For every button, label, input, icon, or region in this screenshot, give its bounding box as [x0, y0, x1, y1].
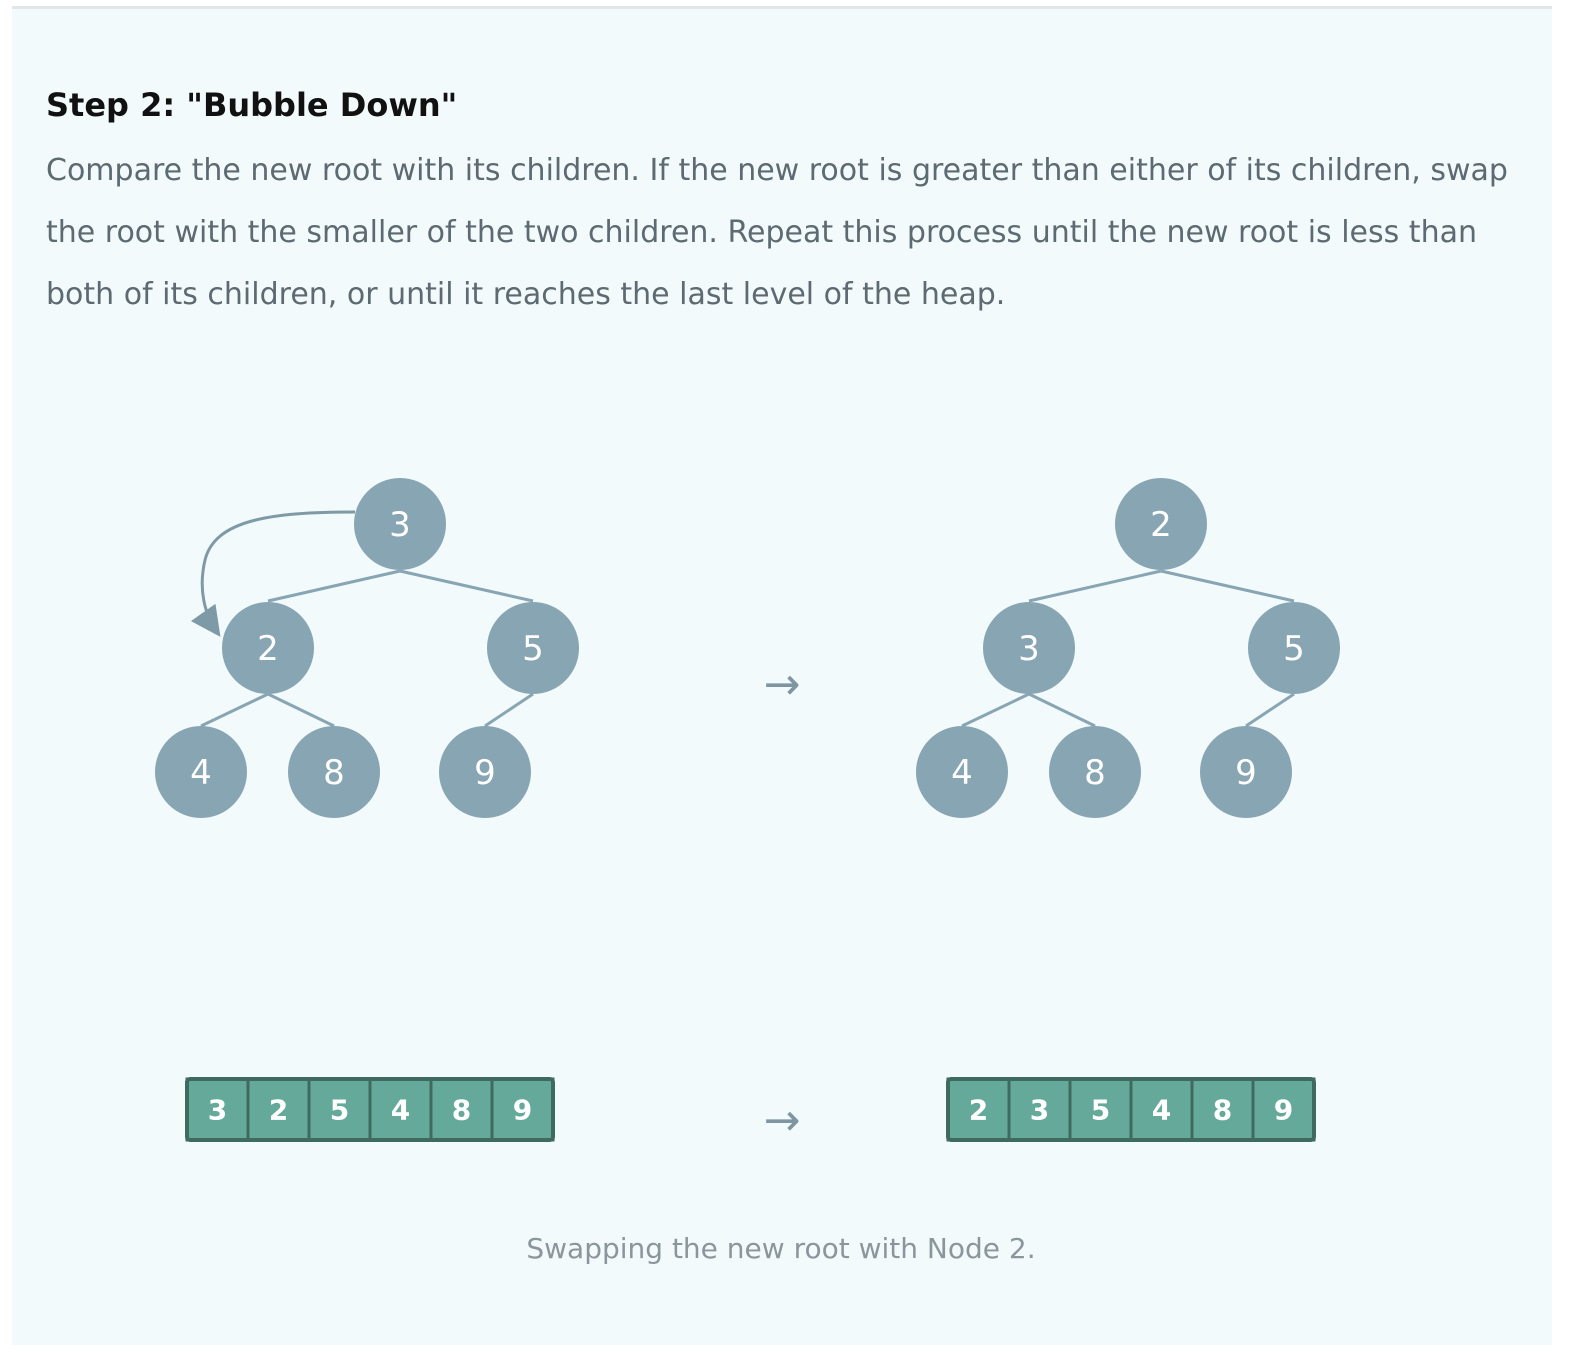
svg-text:9: 9 [474, 753, 496, 793]
tree-node-left-left: 4 [155, 726, 247, 818]
swap-arrow [190, 510, 356, 637]
tree-edge [1028, 692, 1096, 728]
array-cell-value: 4 [1152, 1094, 1171, 1127]
array-cell: 3 [185, 1077, 250, 1142]
array-cell-value: 8 [1213, 1094, 1232, 1127]
tree-node-left-right: 8 [288, 726, 380, 818]
tree-node-root: 3 [354, 478, 446, 570]
svg-text:4: 4 [190, 753, 212, 793]
array-cell-value: 9 [513, 1094, 532, 1127]
array-cell: 9 [490, 1077, 555, 1142]
svg-text:5: 5 [522, 629, 544, 669]
transition-arrow-icon: → [764, 659, 801, 710]
array-cell-value: 4 [391, 1094, 410, 1127]
tree-node-right-left: 9 [1200, 726, 1292, 818]
array-cell-value: 2 [969, 1094, 988, 1127]
after-tree: 2 3 5 4 8 9 [916, 478, 1340, 818]
array-cell-value: 2 [269, 1094, 288, 1127]
tree-node-right: 5 [1248, 602, 1340, 694]
transition-arrow-icon: → [764, 1095, 801, 1146]
before-array: 3 2 5 4 8 9 [185, 1077, 555, 1142]
tree-edge [1028, 569, 1162, 603]
array-cell-value: 3 [1030, 1094, 1049, 1127]
tree-edge [399, 569, 534, 603]
tree-edge [961, 692, 1030, 728]
tree-edge [267, 692, 335, 728]
array-cell: 9 [1251, 1077, 1316, 1142]
svg-text:9: 9 [1235, 753, 1257, 793]
array-cell: 8 [429, 1077, 494, 1142]
array-cell: 4 [368, 1077, 433, 1142]
array-cell: 5 [307, 1077, 372, 1142]
tree-edge [267, 569, 401, 603]
array-cell-value: 5 [330, 1094, 349, 1127]
tree-edge [1245, 692, 1295, 728]
array-border [946, 1077, 1316, 1142]
svg-text:3: 3 [1018, 629, 1040, 669]
array-cell-value: 3 [208, 1094, 227, 1127]
array-cell-value: 5 [1091, 1094, 1110, 1127]
tree-node-right: 5 [487, 602, 579, 694]
svg-text:2: 2 [1150, 505, 1172, 545]
array-border [185, 1077, 555, 1142]
tree-node-left: 3 [983, 602, 1075, 694]
before-tree: 3 2 5 4 8 9 [155, 478, 579, 818]
array-cell: 2 [946, 1077, 1011, 1142]
tree-node-right-left: 9 [439, 726, 531, 818]
svg-text:8: 8 [323, 753, 345, 793]
svg-text:2: 2 [257, 629, 279, 669]
after-array: 2 3 5 4 8 9 [946, 1077, 1316, 1142]
tree-node-left-right: 8 [1049, 726, 1141, 818]
step-title: Step 2: "Bubble Down" [46, 86, 458, 124]
tree-node-root: 2 [1115, 478, 1207, 570]
array-cell: 8 [1190, 1077, 1255, 1142]
tree-node-left: 2 [222, 602, 314, 694]
step-description: Compare the new root with its children. … [46, 153, 1508, 312]
caption: Swapping the new root with Node 2. [526, 1232, 1036, 1265]
tree-edge [1160, 569, 1295, 603]
svg-text:8: 8 [1084, 753, 1106, 793]
array-cell-value: 9 [1274, 1094, 1293, 1127]
array-cell-value: 8 [452, 1094, 471, 1127]
array-cell: 5 [1068, 1077, 1133, 1142]
array-cell: 2 [246, 1077, 311, 1142]
svg-text:5: 5 [1283, 629, 1305, 669]
array-cell: 3 [1007, 1077, 1072, 1142]
array-cell: 4 [1129, 1077, 1194, 1142]
svg-text:4: 4 [951, 753, 973, 793]
tree-edge [200, 692, 269, 728]
svg-text:3: 3 [389, 505, 411, 545]
tree-edge [484, 692, 534, 728]
tree-node-left-left: 4 [916, 726, 1008, 818]
